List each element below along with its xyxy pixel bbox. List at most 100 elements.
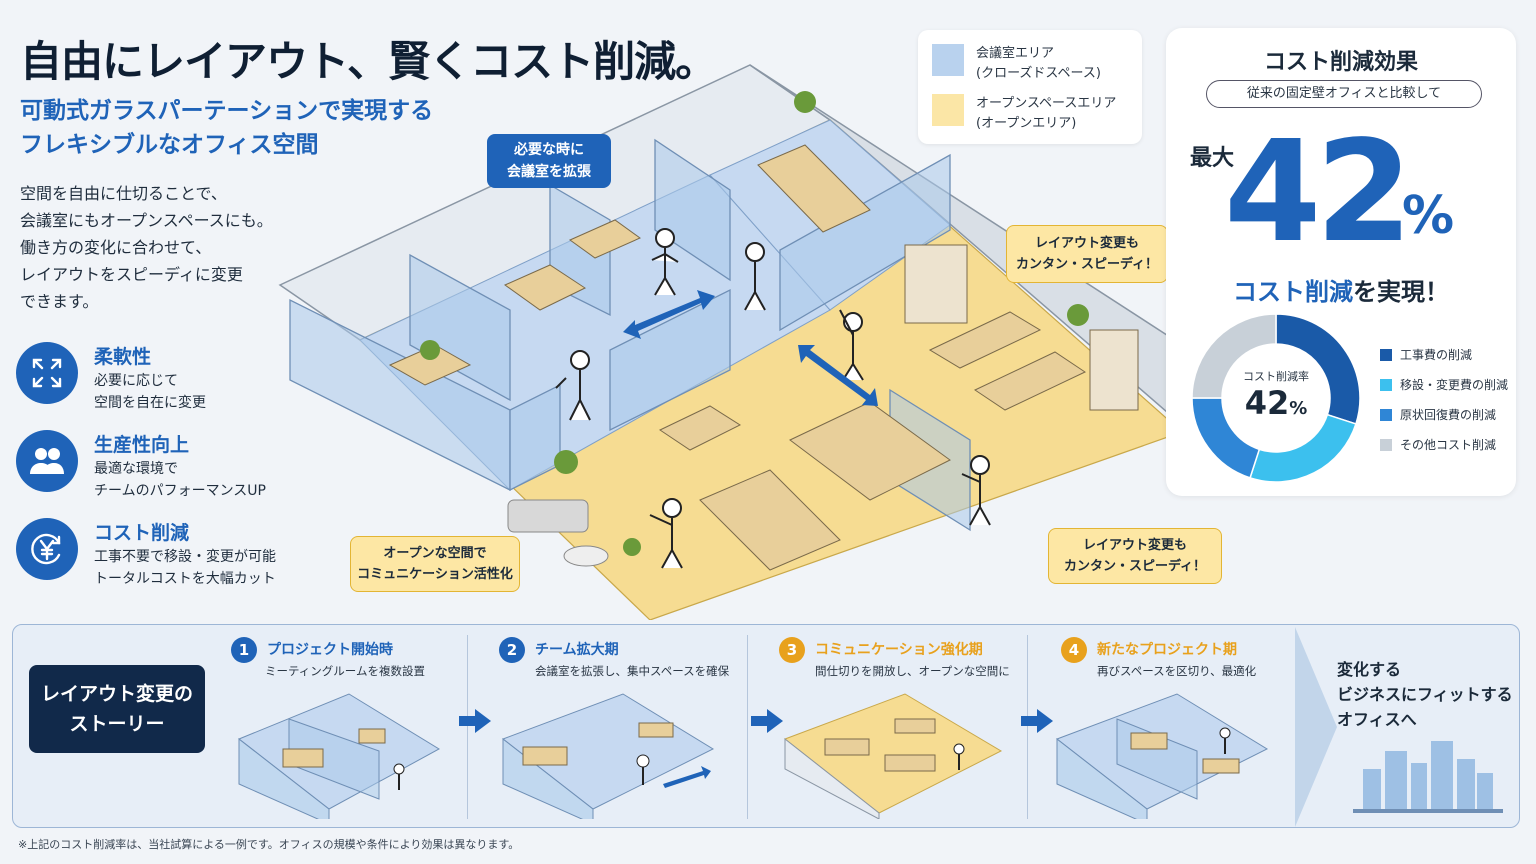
legend-label: 原状回復費の削減	[1400, 408, 1497, 422]
city-skyline-icon	[1353, 741, 1503, 813]
callout-line: カンタン・スピーディ！	[1015, 257, 1159, 272]
legend-label: 会議室エリア	[976, 46, 1055, 61]
feature-desc: 必要に応じて 空間を自在に変更	[94, 370, 206, 414]
page-title: 自由にレイアウト、賢くコスト削減。	[20, 37, 717, 86]
step-2-thumbnail	[501, 693, 715, 819]
callout-line: カンタン・スピーディ！	[1063, 559, 1207, 574]
final-line: オフィスへ	[1337, 710, 1417, 729]
step-1-thumbnail	[238, 693, 440, 819]
cost-panel: コスト削減効果 従来の固定壁オフィスと比較して 最大 42 % コスト削減を実現…	[1166, 28, 1516, 496]
feature-productivity: 生産性向上 最適な環境で チームのパフォーマンスUP	[16, 430, 316, 500]
step-desc: 間仕切りを開放し、オープンな空間に	[815, 664, 1010, 678]
description-line: レイアウトをスピーディに変更	[20, 265, 243, 284]
final-line: ビジネスにフィットする	[1337, 685, 1513, 704]
cost-title: コスト削減効果	[1263, 50, 1418, 75]
legend-item-open: オープンスペースエリア(オープンエリア)	[932, 94, 1116, 134]
step-number: 2	[499, 637, 525, 663]
story-label: レイアウト変更の ストーリー	[29, 665, 205, 753]
step-title: コミュニケーション強化期	[815, 642, 983, 658]
cost-donut-chart	[1191, 313, 1361, 483]
people-icon	[16, 430, 78, 492]
subtitle-line-2: フレキシブルなオフィス空間	[20, 132, 319, 158]
final-message: 変化する ビジネスにフィットする オフィスへ	[1337, 657, 1513, 732]
max-label: 最大	[1190, 146, 1235, 171]
cost-percent-sign: %	[1402, 186, 1455, 246]
donut-legend-item: 原状回復費の削減	[1380, 406, 1496, 423]
office-floor-illustration	[278, 64, 1191, 620]
step-divider	[467, 635, 468, 819]
feature-desc-line: 空間を自在に変更	[94, 395, 206, 411]
description-line: 働き方の変化に合わせて、	[20, 238, 212, 257]
legend-swatch	[1380, 408, 1392, 421]
description-line: 空間を自由に仕切ることで、	[20, 184, 227, 203]
feature-title: 柔軟性	[94, 346, 152, 368]
legend-swatch	[932, 94, 964, 126]
cost-number: 42	[1224, 111, 1413, 274]
step-desc: ミーティングルームを複数設置	[265, 664, 425, 678]
legend-swatch	[932, 44, 964, 76]
feature-desc: 工事不要で移設・変更が可能 トータルコストを大幅カット	[94, 546, 276, 590]
step-title: チーム拡大期	[535, 642, 619, 658]
donut-label: コスト削減率	[1243, 370, 1309, 383]
cost-realize-main: コスト削減	[1233, 278, 1353, 306]
step-3-thumbnail	[783, 693, 1003, 819]
legend-swatch	[1380, 348, 1392, 361]
expand-arrows-icon	[16, 342, 78, 404]
callout-layout-bottom: レイアウト変更も カンタン・スピーディ！	[1048, 528, 1222, 584]
step-number: 3	[779, 637, 805, 663]
layout-story-strip: レイアウト変更の ストーリー 1 プロジェクト開始時 ミーティングルームを複数設…	[12, 624, 1520, 828]
donut-value-number: 42	[1244, 384, 1290, 422]
feature-title: 生産性向上	[94, 434, 190, 456]
callout-layout-top: レイアウト変更も カンタン・スピーディ！	[1006, 225, 1168, 283]
chevron-right-icon	[1295, 627, 1337, 827]
description-line: 会議室にもオープンスペースにも。	[20, 211, 273, 230]
legend-label: 工事費の削減	[1400, 348, 1473, 362]
yen-coin-icon	[16, 518, 78, 580]
feature-cost-reduction: コスト削減 工事不要で移設・変更が可能 トータルコストを大幅カット	[16, 518, 316, 588]
final-line: 変化する	[1337, 660, 1402, 679]
cost-realize-suffix: を実現！	[1353, 278, 1449, 306]
cost-realize: コスト削減を実現！	[1166, 272, 1516, 307]
footnote: ※上記のコスト削減率は、当社試算による一例です。オフィスの規模や条件により効果は…	[18, 838, 520, 851]
callout-line: レイアウト変更も	[1082, 538, 1187, 553]
feature-desc-line: チームのパフォーマンスUP	[94, 483, 266, 499]
arrow-right-icon	[459, 709, 491, 733]
feature-desc-line: 必要に応じて	[94, 373, 178, 389]
step-number: 1	[231, 637, 257, 663]
feature-desc: 最適な環境で チームのパフォーマンスUP	[94, 458, 266, 502]
callout-line: レイアウト変更も	[1034, 236, 1139, 251]
legend-swatch	[1380, 438, 1392, 451]
legend-item-meeting: 会議室エリア (クローズドスペース)	[932, 44, 1101, 84]
callout-line: オープンな空間で	[383, 546, 487, 561]
feature-desc-line: 工事不要で移設・変更が可能	[94, 549, 276, 565]
feature-desc-line: トータルコストを大幅カット	[94, 571, 276, 587]
story-label-line: レイアウト変更の	[40, 683, 193, 705]
legend-label: その他コスト削減	[1400, 438, 1497, 452]
legend-swatch	[1380, 378, 1392, 391]
story-label-line: ストーリー	[69, 713, 165, 735]
callout-line: 必要な時に	[514, 142, 584, 158]
description-line: できます。	[20, 292, 99, 311]
donut-legend-item: 工事費の削減	[1380, 346, 1472, 363]
callout-expand-meeting: 必要な時に 会議室を拡張	[487, 134, 611, 188]
feature-title: コスト削減	[94, 522, 190, 544]
description: 空間を自由に仕切ることで、 会議室にもオープンスペースにも。 働き方の変化に合わ…	[20, 180, 273, 315]
feature-desc-line: 最適な環境で	[94, 461, 178, 477]
step-desc: 再びスペースを区切り、最適化	[1097, 664, 1257, 678]
feature-flexibility: 柔軟性 必要に応じて 空間を自在に変更	[16, 342, 316, 412]
donut-value: 42%	[1190, 384, 1362, 422]
donut-slice	[1191, 313, 1277, 399]
callout-line: コミュニケーション活性化	[357, 567, 513, 582]
move-arrows	[623, 290, 878, 406]
arrow-right-icon	[1021, 709, 1053, 733]
step-title: 新たなプロジェクト期	[1097, 642, 1237, 658]
arrow-right-icon	[751, 709, 783, 733]
step-title: プロジェクト開始時	[267, 642, 393, 658]
legend-label: オープンスペースエリア	[976, 96, 1117, 111]
legend-sublabel: (クローズドスペース)	[976, 66, 1101, 81]
step-desc: 会議室を拡張し、集中スペースを確保	[535, 664, 730, 678]
glass-partitions	[289, 138, 971, 532]
callout-open-communication: オープンな空間で コミュニケーション活性化	[350, 536, 520, 592]
subtitle-line-1: 可動式ガラスパーテーションで実現する	[20, 98, 434, 124]
callout-line: 会議室を拡張	[507, 164, 591, 180]
